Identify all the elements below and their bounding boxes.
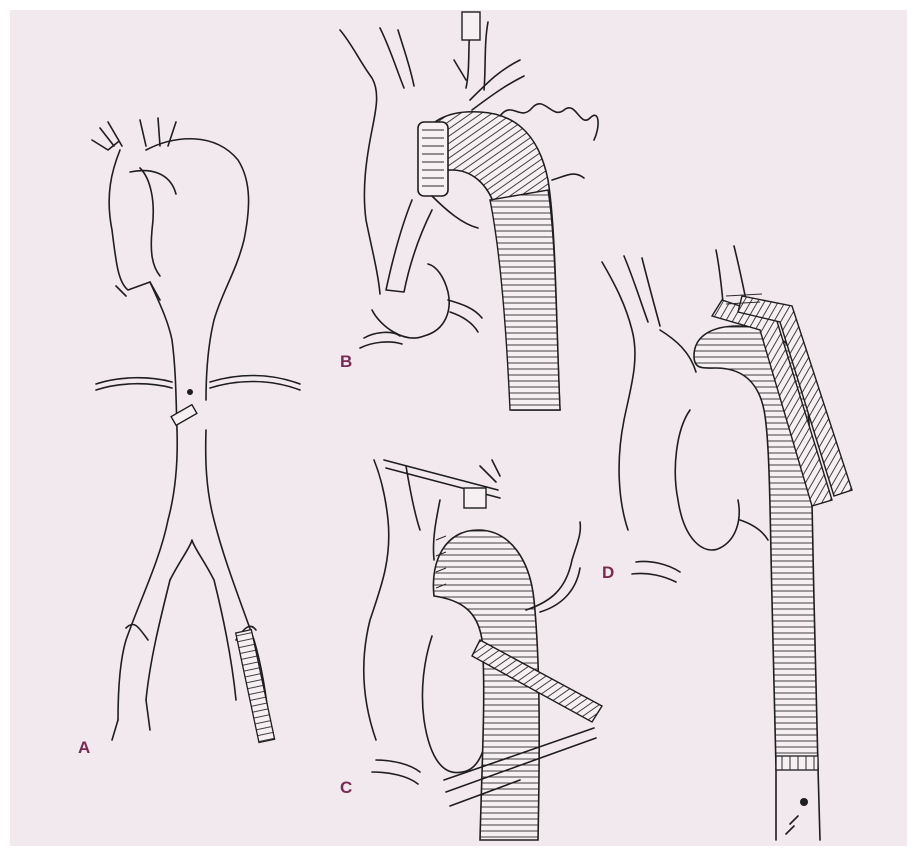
intercostal-opening (800, 798, 808, 806)
suture-cuff (418, 122, 448, 196)
panel-label-b: B (340, 352, 352, 372)
cross-clamp-jaw (464, 488, 486, 508)
vessel-clamp-top (462, 12, 480, 40)
panel-label-c: C (340, 778, 352, 798)
arterial-opening (187, 389, 193, 395)
panel-label-a: A (78, 738, 90, 758)
panel-label-d: D (602, 563, 614, 583)
